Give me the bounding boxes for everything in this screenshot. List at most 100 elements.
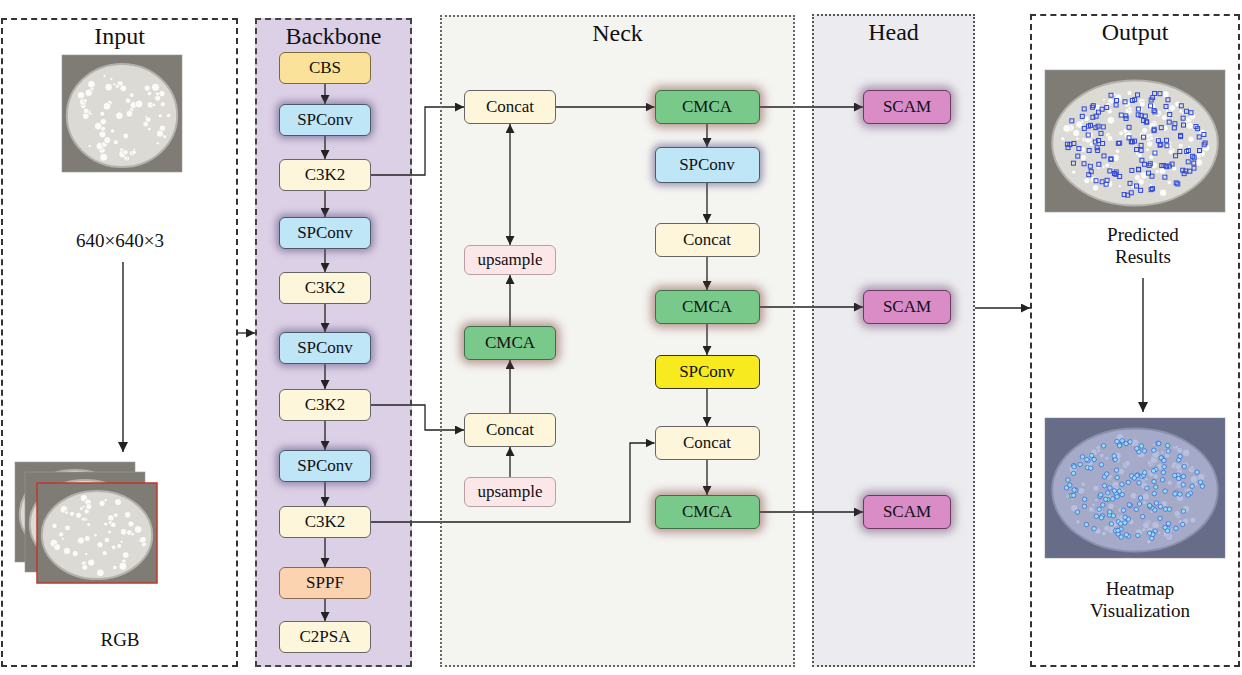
detection-box [1159,126,1163,130]
detection-box [1182,123,1186,127]
layer-label: Concat [683,433,731,453]
panel-title: Output [1032,18,1238,46]
neck-fill [440,15,795,667]
coral-polyp [105,83,113,91]
coral-polyp [1162,91,1169,98]
heat-spot [1071,471,1075,475]
layer-box: Concat [655,223,760,257]
heat-spot [1106,491,1110,495]
connector-arrow [324,249,325,272]
heat-spot [1158,516,1162,520]
layer-box: SPConv [655,355,760,389]
coral-polyp [1147,138,1151,142]
dish-photo [62,55,182,172]
layer-box: SCAM [863,290,951,324]
detection-box [1164,138,1168,142]
heat-spot [1161,470,1165,474]
photo-illustrations [15,55,1225,583]
detection-box [1167,120,1171,124]
heat-spot [1136,533,1140,537]
detection-box [1089,170,1093,174]
detection-box [1097,138,1101,142]
detection-box [1136,107,1140,111]
detection-box [1123,100,1127,104]
detection-box [1143,162,1147,166]
heat-spot [1123,521,1127,525]
coral-polyp [1142,127,1148,133]
detection-box [1102,154,1106,158]
detection-box [1139,143,1143,147]
detection-box [1139,188,1143,192]
detection-box [1194,125,1198,129]
heat-spot [1137,502,1141,506]
petri-dish [67,64,177,167]
photo-frame [1045,418,1225,558]
coral-polyp [113,140,118,145]
coral-polyp [79,98,86,105]
detection-box [1174,154,1178,158]
detection-box [1094,114,1098,118]
layer-box: Concat [464,413,556,447]
petri-dish [1052,81,1218,206]
coral-polyp [1063,125,1071,133]
coral-polyp [115,84,119,88]
detection-box [1202,133,1206,137]
coral-polyp [117,543,122,548]
detection-box [1152,109,1156,113]
detection-box [1118,174,1122,178]
layer-box: SPConv [279,450,371,482]
coral-polyp [123,150,128,155]
connector-arrow [324,364,325,389]
heat-spot [1099,516,1103,520]
coral-polyp [128,521,134,527]
annotation-label: Heatmap Visualization [1060,578,1220,622]
heat-spot [1115,439,1119,443]
coral-polyp [1181,111,1184,114]
coral-polyp [97,569,105,577]
detection-box [1119,113,1123,117]
detection-box [1149,98,1153,102]
dish-photo [1045,418,1225,558]
coral-polyp [99,500,105,506]
coral-polyp [110,129,114,133]
coral-polyp [135,100,143,108]
coral-polyp [1152,149,1157,154]
heat-spot [1138,496,1142,500]
connector-arrow [324,191,325,217]
coral-polyp [110,77,113,80]
coral-polyp [88,559,95,566]
heat-spot [1163,489,1167,493]
coral-polyp [97,542,103,548]
detection-box [1071,161,1075,165]
coral-polyp [147,91,152,96]
layer-label: SPConv [679,155,735,175]
detection-box [1116,141,1120,145]
detection-box [1133,98,1137,102]
coral-polyp [145,117,151,123]
coral-polyp [156,130,163,137]
layer-label: CMCA [485,333,535,353]
coral-polyp [120,85,127,92]
layer-box: CMCA [655,90,760,124]
detection-box [1172,126,1176,130]
coral-polyp [126,110,133,117]
coral-polyp [119,562,127,570]
coral-polyp [1137,107,1143,113]
heat-spot [1104,497,1108,501]
detection-box [1143,114,1147,118]
layer-box: SCAM [863,90,951,124]
heat-spot [1174,526,1178,530]
layer-label: C3K2 [305,395,346,415]
heat-spot [1124,533,1128,537]
detection-box [1104,182,1108,186]
coral-polyp [1161,115,1167,121]
layer-label: C3K2 [305,278,346,298]
coral-polyp [1178,143,1183,148]
coral-polyp [120,540,123,543]
stage-panel: BackboneCBSSPConvC3K2SPConvC3K2SPConvC3K… [255,18,412,667]
stage-panel: Output [1030,14,1240,667]
detection-box [1137,168,1141,172]
heat-spot [1123,515,1127,519]
detection-box [1164,104,1168,108]
coral-polyp [125,98,131,104]
